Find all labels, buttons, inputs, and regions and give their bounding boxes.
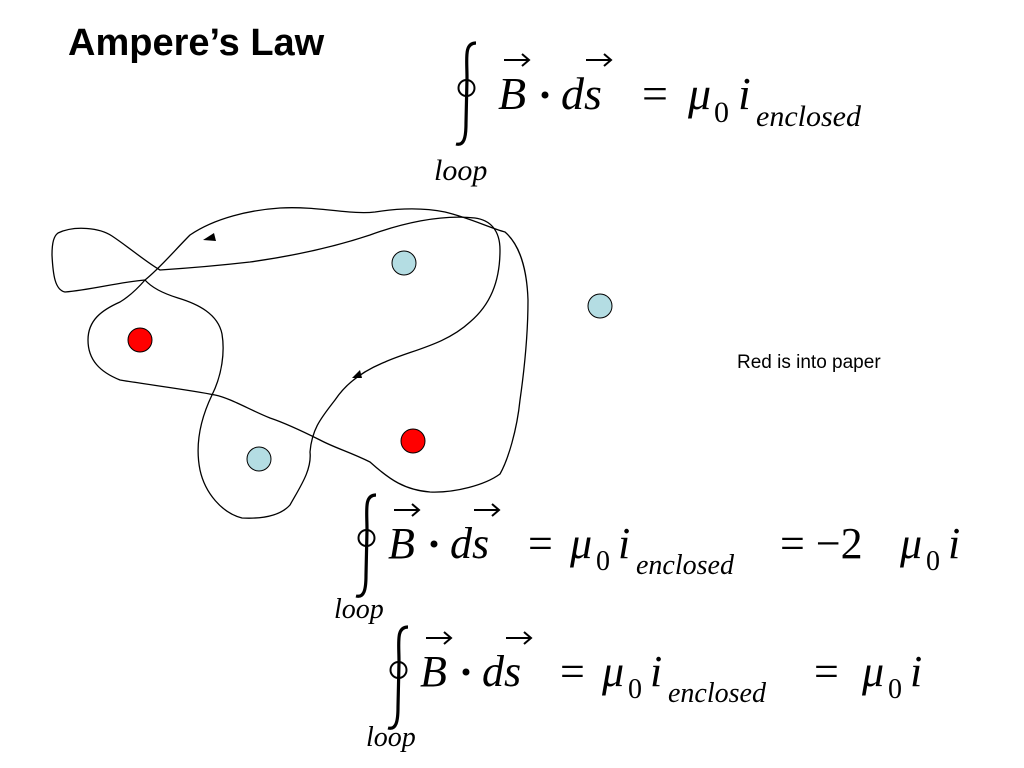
mu: μ — [601, 647, 624, 696]
mu-subscript: 0 — [596, 546, 610, 577]
arrow-over-b — [426, 631, 453, 645]
equals-sign: = — [642, 68, 668, 119]
ds: ds — [561, 68, 602, 119]
amperian-loop-a — [51, 216, 501, 519]
loop-label: loop — [366, 722, 416, 753]
result-prefix: = — [814, 647, 839, 696]
equation-amperes-law: loop B ds = μ 0 i enclosed — [420, 38, 920, 188]
arrow-over-b — [504, 53, 531, 67]
arrow-over-s — [506, 631, 533, 645]
arrow-loop-middle — [352, 370, 362, 378]
wire-out-of-paper-right — [587, 293, 613, 319]
i-subscript: enclosed — [756, 100, 862, 133]
result-mu-subscript: 0 — [888, 674, 902, 705]
result-mu: μ — [899, 519, 922, 568]
result-i: i — [948, 519, 960, 568]
current-i: i — [738, 68, 751, 119]
equation-loop-a: loop B ds = μ 0 i enclosed = −2 μ 0 i — [330, 490, 990, 630]
result-i: i — [910, 647, 922, 696]
equals-sign: = — [560, 647, 585, 696]
contour-integral-symbol — [387, 625, 409, 730]
vector-b: B — [498, 68, 526, 119]
vector-b: B — [420, 647, 447, 696]
legend-note: Red is into paper — [737, 352, 881, 373]
result-mu: μ — [861, 647, 884, 696]
loop-label: loop — [434, 154, 487, 187]
current-i: i — [650, 647, 662, 696]
current-i: i — [618, 519, 630, 568]
arrow-loop-top — [203, 233, 216, 241]
wire-into-paper-bottom — [400, 428, 426, 454]
contour-integral-symbol — [355, 493, 377, 598]
ds: ds — [450, 519, 489, 568]
ds: ds — [482, 647, 521, 696]
mu: μ — [569, 519, 592, 568]
contour-integral-symbol — [455, 41, 477, 146]
mu: μ — [687, 68, 711, 119]
arrow-over-s — [474, 503, 501, 517]
dot-operator — [541, 91, 549, 99]
i-subscript: enclosed — [668, 678, 767, 709]
equals-sign: = — [528, 519, 553, 568]
arrow-over-s — [586, 53, 613, 67]
vector-b: B — [388, 519, 415, 568]
amperian-loop-b — [87, 207, 529, 493]
dot-operator — [462, 668, 470, 676]
mu-subscript: 0 — [714, 96, 729, 129]
wire-out-of-paper-bottom-left — [246, 446, 272, 472]
page-title: Ampere’s Law — [68, 22, 325, 64]
arrow-over-b — [394, 503, 421, 517]
dot-operator — [430, 540, 438, 548]
result-mu-subscript: 0 — [926, 546, 940, 577]
wire-into-paper-left — [127, 327, 153, 353]
i-subscript: enclosed — [636, 550, 735, 581]
wire-out-of-paper-top — [391, 250, 417, 276]
equation-loop-b: loop B ds = μ 0 i enclosed = μ 0 i — [362, 622, 982, 762]
loop-label: loop — [334, 594, 384, 625]
result-prefix: = −2 — [780, 519, 863, 568]
mu-subscript: 0 — [628, 674, 642, 705]
